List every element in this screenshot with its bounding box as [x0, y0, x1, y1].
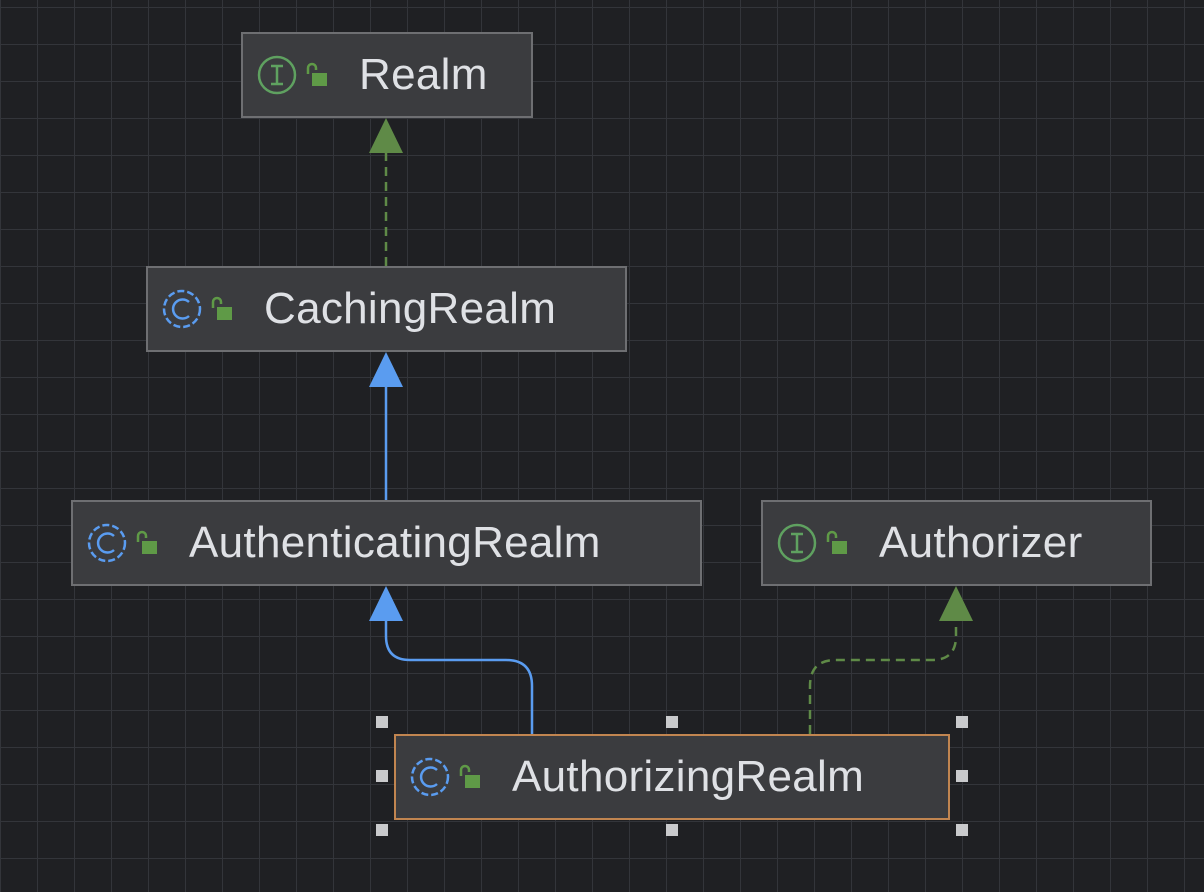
node-authorizer[interactable]: Authorizer [761, 500, 1152, 586]
node-authenticating-realm[interactable]: AuthenticatingRealm [71, 500, 702, 586]
node-label: CachingRealm [264, 284, 557, 333]
resize-handle-top[interactable] [666, 716, 678, 728]
unlocked-lock-icon [459, 764, 480, 788]
edge-authorizing-extends-authenticating[interactable] [384, 620, 534, 734]
unlocked-lock-icon [306, 62, 327, 86]
node-realm[interactable]: Realm [241, 32, 533, 118]
node-label: Authorizer [879, 518, 1083, 567]
node-label: AuthenticatingRealm [189, 518, 601, 567]
resize-handle-bottom-right[interactable] [956, 824, 968, 836]
abstract-class-icon [87, 523, 127, 563]
node-authorizing-realm[interactable]: AuthorizingRealm [394, 734, 950, 820]
resize-handle-right[interactable] [956, 770, 968, 782]
resize-handle-bottom[interactable] [666, 824, 678, 836]
node-caching-realm[interactable]: CachingRealm [146, 266, 627, 352]
abstract-class-icon [162, 289, 202, 329]
implements-arrowhead [939, 586, 973, 621]
node-label: Realm [359, 50, 488, 99]
abstract-class-icon [410, 757, 450, 797]
resize-handle-left[interactable] [376, 770, 388, 782]
extends-arrowhead [369, 586, 403, 621]
node-label: AuthorizingRealm [512, 752, 865, 801]
interface-icon [777, 523, 817, 563]
resize-handle-bottom-left[interactable] [376, 824, 388, 836]
resize-handle-top-right[interactable] [956, 716, 968, 728]
resize-handle-top-left[interactable] [376, 716, 388, 728]
unlocked-lock-icon [826, 530, 847, 554]
unlocked-lock-icon [136, 530, 157, 554]
interface-icon [257, 55, 297, 95]
edge-authorizing-implements-authorizer[interactable] [808, 620, 958, 734]
implements-arrowhead [369, 118, 403, 153]
extends-arrowhead [369, 352, 403, 387]
unlocked-lock-icon [211, 296, 232, 320]
